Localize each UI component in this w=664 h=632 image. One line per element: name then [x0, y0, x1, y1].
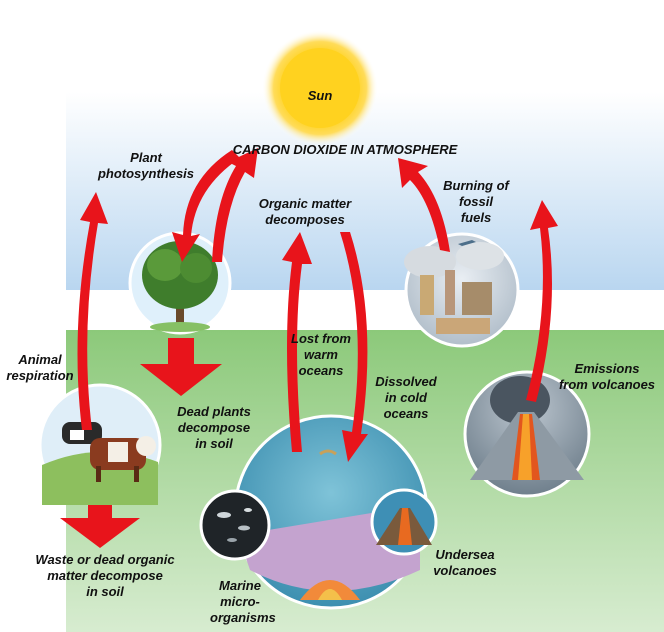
- atmosphere-label: CARBON DIOXIDE IN ATMOSPHERE: [232, 142, 458, 157]
- dead-plants-label: Dead plants decompose in soil: [177, 404, 251, 451]
- cycle-arrows: [60, 148, 558, 548]
- dissolved-cold-label: Dissolved in cold oceans: [375, 374, 437, 421]
- organic-matter-label: Organic matter decomposes: [258, 196, 352, 227]
- arrow-lost-warm: [282, 232, 312, 452]
- arrow-dead-plants: [140, 338, 222, 396]
- sun-label: Sun: [307, 88, 333, 103]
- arrow-tree-to-atmosphere: [212, 148, 258, 262]
- undersea-label: Undersea volcanoes: [433, 547, 497, 578]
- arrow-fossil-fuels: [398, 158, 450, 252]
- arrow-dissolved-cold: [340, 232, 368, 462]
- waste-dead-label: Waste or dead organic matter decompose i…: [35, 552, 175, 599]
- emissions-volcanoes-label: Emissions from volcanoes: [558, 361, 656, 392]
- animal-respiration-label: Animal respiration: [6, 352, 74, 383]
- burning-fossil-label: Burning of fossil fuels: [443, 178, 509, 225]
- lost-warm-label: Lost from warm oceans: [291, 331, 351, 378]
- cows-icon: [38, 383, 162, 507]
- microorganisms-icon: [199, 489, 271, 561]
- plant-photosynthesis-label: Plant photosynthesis: [97, 150, 195, 181]
- arrow-photosynthesis: [172, 150, 240, 262]
- tree-icon: [128, 231, 232, 335]
- sun-icon: [262, 30, 378, 146]
- arrow-animal-respiration: [77, 192, 108, 430]
- undersea-volcano-icon: [370, 488, 438, 556]
- marine-label: Marine micro- organisms: [210, 578, 276, 625]
- arrow-waste: [60, 505, 140, 548]
- factory-icon: [404, 232, 520, 348]
- arrow-volcanoes: [526, 200, 558, 402]
